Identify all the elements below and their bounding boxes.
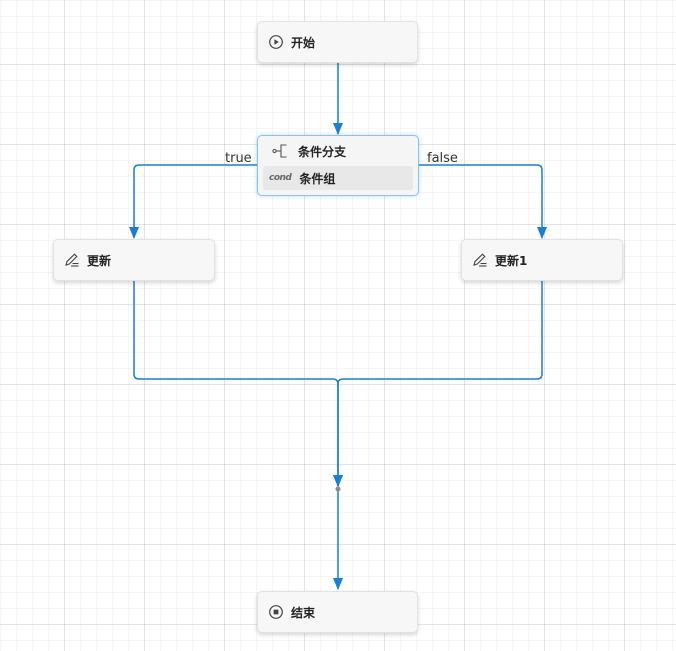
stop-circle-icon xyxy=(268,604,284,620)
update1-node[interactable]: 更新1 xyxy=(461,239,623,281)
edge-label-true: true xyxy=(225,151,252,166)
update-node[interactable]: 更新 xyxy=(53,239,215,281)
condition-node-header: 条件分支 xyxy=(258,136,418,166)
condition-group-label: 条件组 xyxy=(299,171,336,186)
condition-group-item[interactable]: cond 条件组 xyxy=(263,166,413,190)
end-node[interactable]: 结束 xyxy=(257,591,418,633)
start-node[interactable]: 开始 xyxy=(257,21,418,63)
play-circle-icon xyxy=(268,34,284,50)
update1-node-label: 更新1 xyxy=(495,253,528,268)
end-node-label: 结束 xyxy=(291,605,316,620)
condition-node[interactable]: 条件分支 cond 条件组 xyxy=(257,135,419,196)
edge-condition-true[interactable] xyxy=(129,164,257,239)
condition-node-label: 条件分支 xyxy=(298,144,347,159)
edge-condition-false[interactable] xyxy=(419,164,547,239)
edge-update1-to-merge[interactable] xyxy=(333,281,543,487)
branch-icon xyxy=(272,143,290,159)
cond-tag: cond xyxy=(269,173,292,183)
edge-label-false: false xyxy=(427,151,458,166)
merge-point[interactable] xyxy=(335,486,341,492)
update-node-label: 更新 xyxy=(87,253,112,268)
start-node-label: 开始 xyxy=(291,35,316,50)
edge-update-to-merge[interactable] xyxy=(133,281,343,487)
edit-icon xyxy=(472,252,488,268)
edit-icon xyxy=(64,252,80,268)
